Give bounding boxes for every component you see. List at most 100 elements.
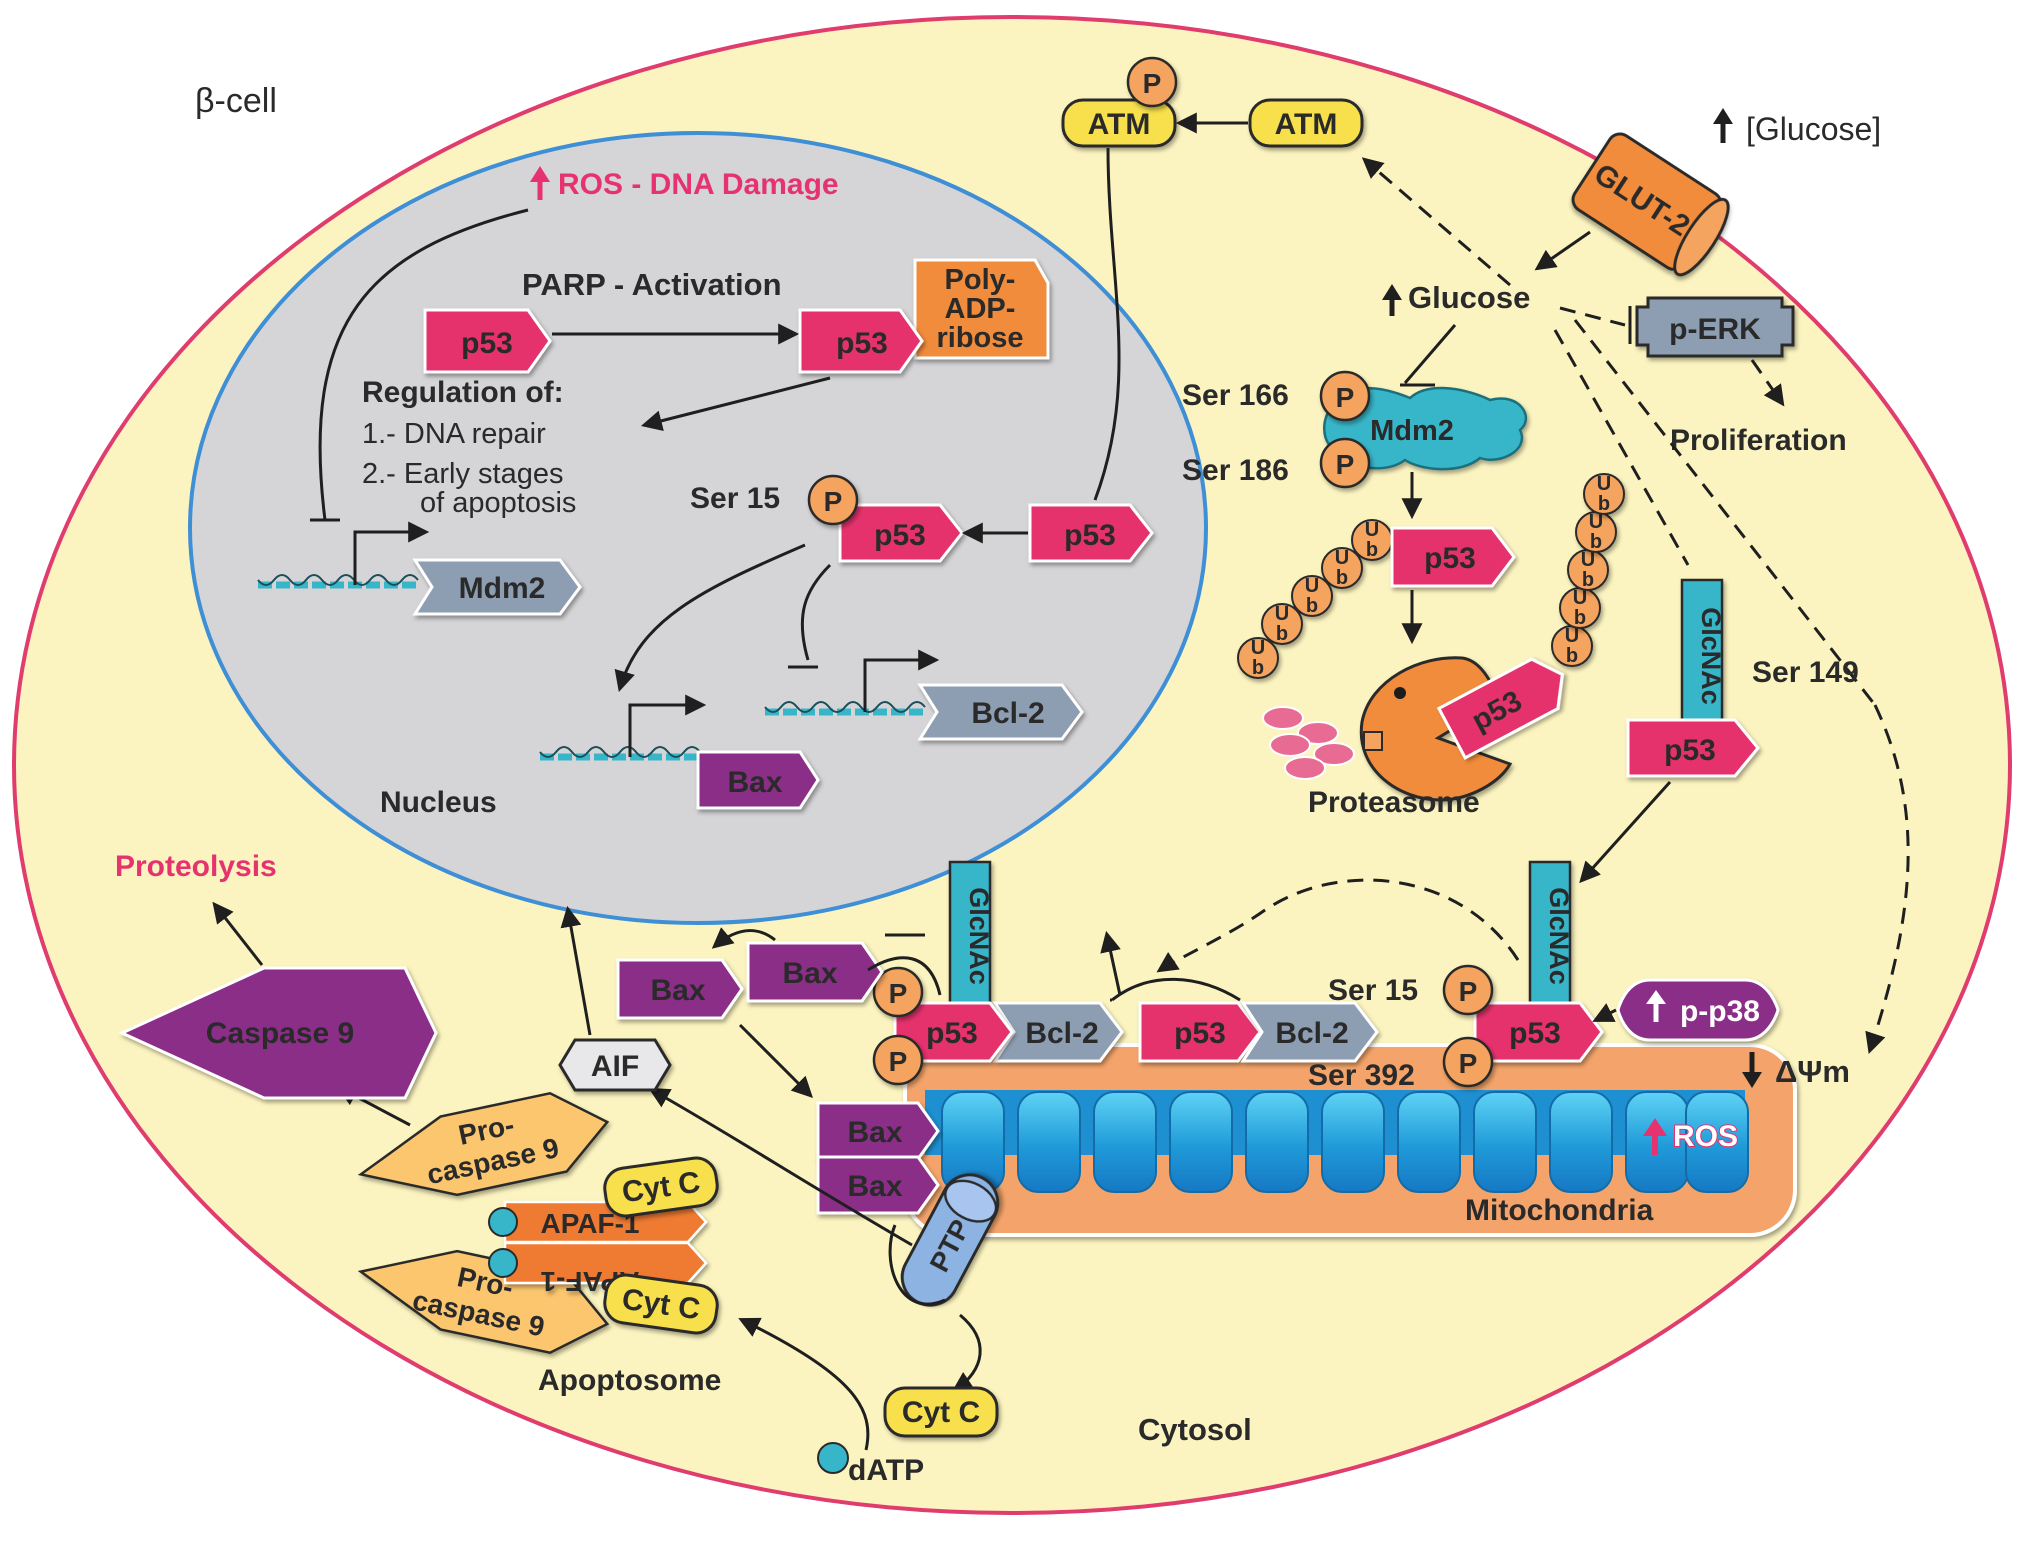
svg-text:p-ERK: p-ERK	[1669, 313, 1761, 346]
ptp-channel: PTP	[900, 1173, 1000, 1307]
ser392-label: Ser 392	[1308, 1059, 1415, 1092]
regulation-label: Regulation of:	[362, 376, 564, 409]
svg-text:U: U	[1305, 575, 1319, 597]
phosphate: P	[1442, 964, 1494, 1016]
mdm2-gene: Mdm2	[257, 521, 582, 616]
phosphate: P	[872, 966, 924, 1018]
dashed-arrow	[1750, 359, 1785, 407]
phosphate: P	[1319, 370, 1371, 422]
svg-text:b: b	[1566, 645, 1578, 667]
regulation-item: of apoptosis	[420, 487, 576, 519]
p53-protein: p53	[838, 503, 964, 563]
delta-psi-m-label: ΔΨm	[1775, 1054, 1850, 1089]
mito-ros: ROS	[1643, 1118, 1739, 1155]
ubiquitin-chain: U b U b U b U b U b	[1237, 519, 1393, 679]
dashed-arrow	[1156, 878, 1520, 973]
p-erk-protein: p-ERK	[1635, 296, 1795, 358]
phosphate: P	[872, 1034, 924, 1086]
svg-text:U: U	[1597, 473, 1611, 495]
dna-strand-icon	[764, 701, 926, 716]
bax-cascade: Bax Bax Bax Bax	[616, 927, 942, 1215]
glcnac-tag: GlcNAc	[1528, 860, 1574, 1012]
dashed-inhibition	[1559, 306, 1626, 327]
apoptosome-label: Apoptosome	[538, 1364, 721, 1397]
mdm2-cytosol: Ser 166 Ser 186 Mdm2 P P	[1182, 370, 1527, 520]
up-arrow-icon	[530, 166, 550, 200]
cytc-protein: Cyt C	[883, 1386, 999, 1438]
bcl2-box: Bcl-2	[917, 683, 1084, 741]
svg-text:b: b	[1582, 569, 1594, 591]
p53-protein: p53	[798, 308, 924, 374]
arrow	[640, 376, 831, 432]
svg-text:P: P	[889, 1046, 908, 1077]
svg-text:U: U	[1335, 547, 1349, 569]
svg-text:b: b	[1336, 567, 1348, 589]
svg-text:ribose: ribose	[936, 322, 1023, 354]
parp-activation-label: PARP - Activation	[522, 267, 782, 302]
svg-text:ATM: ATM	[1088, 108, 1151, 141]
svg-text:Bax: Bax	[727, 766, 782, 799]
arrow	[614, 543, 806, 693]
ptp-pore: PTP	[648, 1087, 1000, 1393]
p53-protein: p53	[1390, 526, 1516, 588]
svg-text:Bax: Bax	[650, 974, 705, 1007]
arrow	[951, 1313, 982, 1393]
p53-protein: p53	[1436, 657, 1565, 760]
svg-text:U: U	[1275, 603, 1289, 625]
svg-text:p53: p53	[836, 327, 888, 360]
peptide-fragments	[1262, 706, 1355, 780]
bcl2-protein: Bcl-2	[992, 1001, 1124, 1063]
svg-text:p53: p53	[1064, 519, 1116, 552]
dashed-line	[1573, 319, 1877, 706]
svg-text:Bax: Bax	[847, 1116, 902, 1149]
phosphate: P	[1442, 1036, 1494, 1088]
atm-activation: ATM P ATM	[1061, 56, 1364, 501]
procaspase9: Pro- caspase 9	[357, 1091, 610, 1197]
svg-text:Mdm2: Mdm2	[1370, 415, 1454, 447]
cytc-protein: Cyt C	[603, 1156, 719, 1218]
dashed-arrow	[1865, 704, 1910, 1054]
mito-p53-complexes: GlcNAc Bcl-2 p53 P P p53 Bcl-2	[872, 860, 1780, 1092]
svg-text:ADP-: ADP-	[945, 293, 1016, 325]
mitochondria: ROS Mitochondria	[903, 1043, 1797, 1237]
dashed-line	[1553, 329, 1690, 566]
svg-text:b: b	[1366, 539, 1378, 561]
glcnac-p53: GlcNAc p53 Ser 149	[1579, 578, 1859, 884]
ser166-label: Ser 166	[1182, 379, 1289, 412]
svg-text:U: U	[1251, 637, 1265, 659]
glut2-transporter: GLUT-2	[1571, 132, 1730, 277]
svg-text:U: U	[1589, 511, 1603, 533]
bcl2-gene: Bcl-2	[764, 649, 1084, 741]
bcl2-protein: Bcl-2	[1240, 1001, 1379, 1063]
mitochondria-label: Mitochondria	[1465, 1194, 1654, 1227]
mito-ros-label: ROS	[1673, 1120, 1738, 1153]
phosphate: P	[1319, 437, 1371, 489]
down-arrow-icon	[1742, 1052, 1762, 1088]
bax-protein: Bax	[816, 1155, 940, 1215]
arrow	[1579, 780, 1672, 884]
svg-text:b: b	[1252, 657, 1264, 679]
up-arrow-icon	[1643, 1118, 1667, 1155]
cytosol-label: Cytosol	[1138, 1412, 1252, 1447]
proteasome-label: Proteasome	[1308, 786, 1480, 819]
svg-text:U: U	[1565, 625, 1579, 647]
proliferation-label: Proliferation	[1670, 424, 1847, 457]
bax-protein: Bax	[816, 1101, 940, 1161]
glucose-sensing: [Glucose] GLUT-2 Glucose p-ERK Prolifera…	[1361, 108, 1910, 1054]
svg-text:p53: p53	[1424, 542, 1476, 575]
svg-text:U: U	[1573, 587, 1587, 609]
svg-text:P: P	[1459, 976, 1478, 1007]
proteasome: p53 U b U b U b U b U b Proteasome	[1262, 473, 1625, 819]
arrow	[738, 1317, 870, 1451]
svg-text:GlcNAc: GlcNAc	[964, 887, 994, 985]
svg-text:ATM: ATM	[1275, 108, 1338, 141]
regulation-item: 2.- Early stages	[362, 458, 563, 490]
arrow	[1592, 1003, 1617, 1022]
dna-strand-icon	[539, 746, 701, 761]
membrane-potential: ΔΨm	[1742, 1052, 1850, 1089]
svg-text:U: U	[1365, 519, 1379, 541]
dashed-arrow	[1361, 157, 1511, 287]
caspase-cascade: Caspase 9 Proteolysis	[115, 850, 438, 1127]
p53-protein: p53	[1138, 1001, 1262, 1063]
svg-text:p53: p53	[1664, 734, 1716, 767]
